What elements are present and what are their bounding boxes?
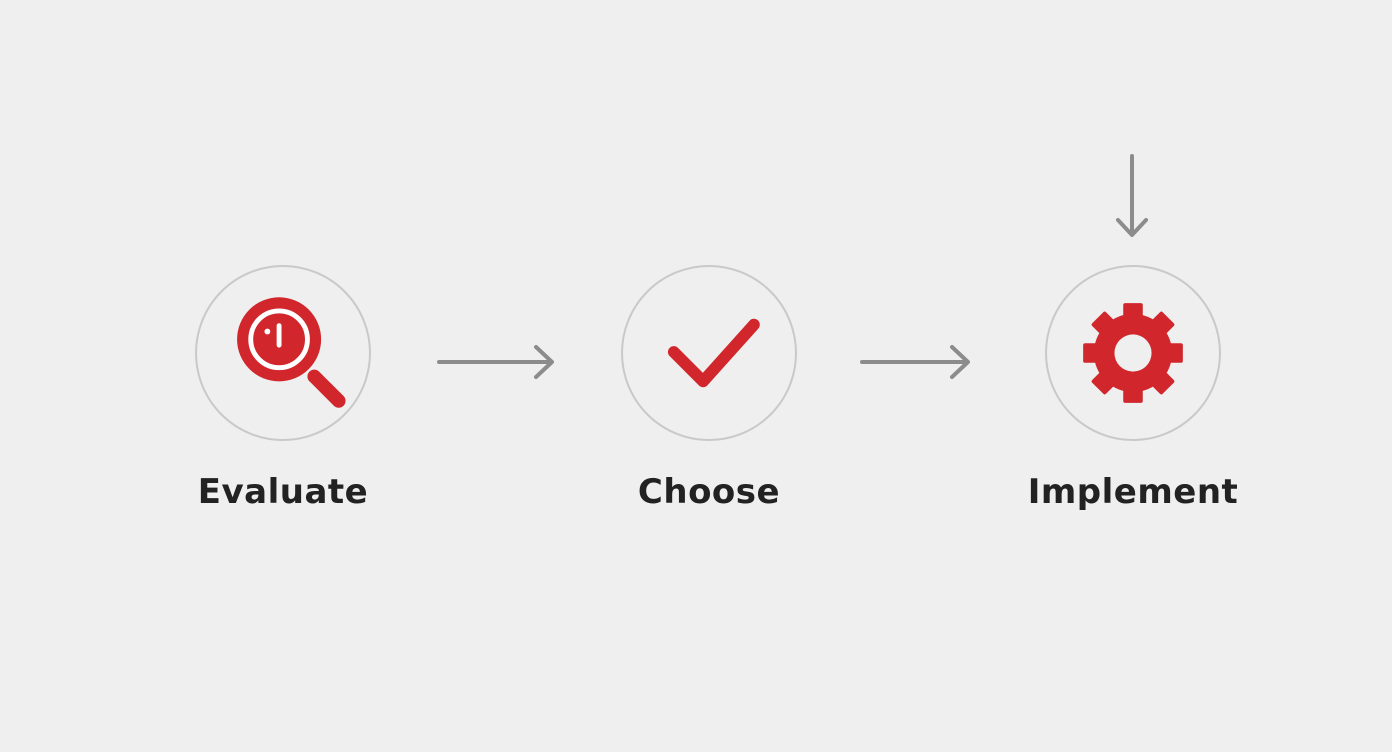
checkmark-icon [667, 318, 760, 388]
implement-label: Implement [1027, 472, 1239, 512]
evaluate-label: Evaluate [197, 472, 369, 512]
implement-step-circle [1045, 265, 1221, 441]
magnifier-gauge-icon [237, 297, 346, 408]
down-arrow-icon [1116, 154, 1148, 237]
right-arrow-icon [437, 345, 554, 379]
right-arrow-icon [860, 345, 970, 379]
evaluate-step-circle [195, 265, 371, 441]
gear-icon [1083, 303, 1183, 403]
choose-step-circle [621, 265, 797, 441]
choose-label: Choose [637, 472, 781, 512]
